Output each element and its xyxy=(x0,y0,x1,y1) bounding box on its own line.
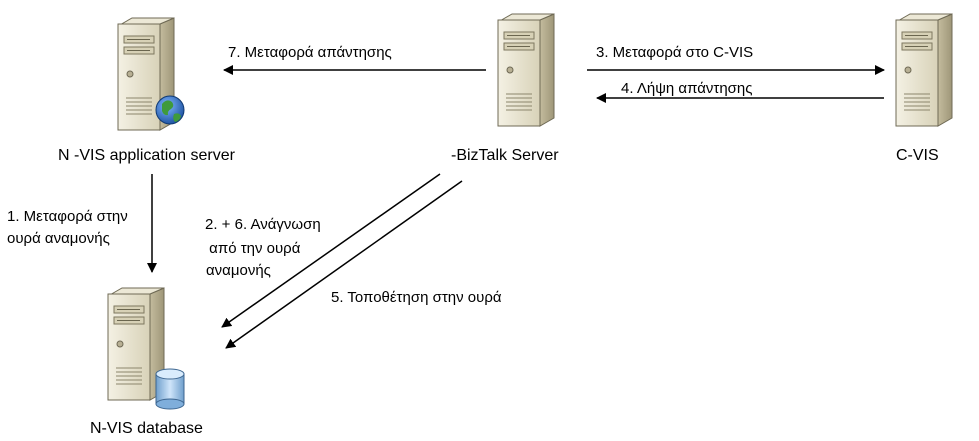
arrow-2-6-label-line-2: από την ουρά xyxy=(205,240,301,257)
globe-icon xyxy=(155,95,185,125)
arrow-3-label: 3. Μεταφορά στο C-VIS xyxy=(596,44,754,61)
cvis-server-icon xyxy=(895,13,953,127)
arrow-4-label: 4. Λήψη απάντησης xyxy=(621,80,753,97)
cvis-label: C-VIS xyxy=(896,147,939,164)
nvis-app-server-icon xyxy=(117,17,185,131)
nvis-database-server-icon xyxy=(107,287,185,410)
database-icon xyxy=(155,368,185,410)
biztalk-server-icon xyxy=(497,13,555,127)
biztalk-server-label: -BizTalk Server xyxy=(451,147,559,164)
nvis-app-server-label: N -VIS application server xyxy=(58,147,235,164)
arrow-7-label: 7. Μεταφορά απάντησης xyxy=(228,44,392,61)
arrow-2-6 xyxy=(221,173,441,328)
arrow-5-label: 5. Τοποθέτηση στην ουρά xyxy=(331,289,502,306)
arrow-5 xyxy=(225,180,463,349)
arrow-1-label-line-1: 1. Μεταφορά στην xyxy=(7,208,128,225)
arrow-2-6-label-line-3: αναμονής xyxy=(206,262,271,279)
arrow-1-label-line-2: ουρά αναμονής xyxy=(7,230,110,247)
nvis-database-label: N-VIS database xyxy=(90,420,203,437)
arrow-2-6-label-line-1: 2. + 6. Ανάγνωση xyxy=(205,216,321,233)
